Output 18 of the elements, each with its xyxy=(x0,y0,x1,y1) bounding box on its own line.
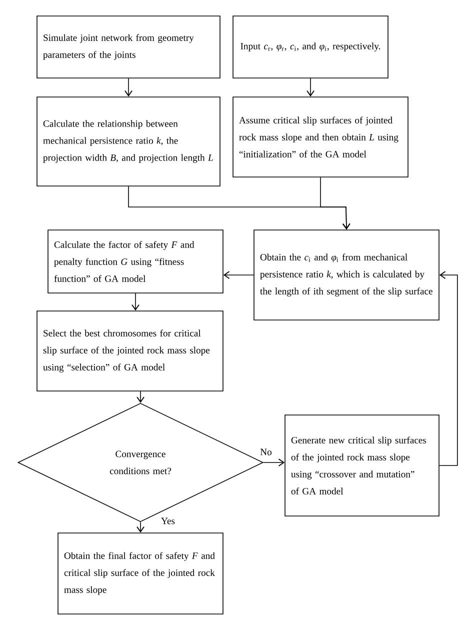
process-box: Select the best chromosomes for critical slip surface of the jointed rock mass slope using “selection” of GA model xyxy=(36,310,224,392)
process-box: Obtain the final factor of safety F and critical slip surface of the jointed rock mass slope xyxy=(58,532,224,614)
arrow xyxy=(263,458,285,466)
process-box: Assume critical slip surfaces of jointed rock mass slope and then obtain L using “initialization” of the GA model xyxy=(232,96,408,178)
arrow xyxy=(320,177,350,230)
process-box: Obtain the c$_{i}$ and φ$_{i}$ from mechanical persistence ratio k, which is calculated by the length of ith segment of the slip surface xyxy=(254,230,440,320)
arrow xyxy=(124,78,132,97)
arrow xyxy=(306,78,314,97)
process-box: Calculate the relationship between mechanical persistence ratio k, the projection width B, and projection length L xyxy=(36,96,220,186)
process-box: Simulate joint network from geometry parameters of the joints xyxy=(36,16,220,78)
arrow xyxy=(136,522,144,533)
arrow xyxy=(223,271,254,279)
arrow xyxy=(136,391,144,403)
arrow xyxy=(439,271,458,466)
arrow xyxy=(132,293,140,311)
process-box: Generate new critical slip surfaces of the jointed rock mass slope using “crossover and mutation” of GA model xyxy=(284,414,440,516)
process-box: Input c$_{r}$, φ$_{r}$, c$_{i}$, and φ$_{i}$, respectively. xyxy=(232,16,388,78)
process-box: Calculate the factor of safety F and penalty function G using “fitness function” of GA model xyxy=(48,230,224,294)
